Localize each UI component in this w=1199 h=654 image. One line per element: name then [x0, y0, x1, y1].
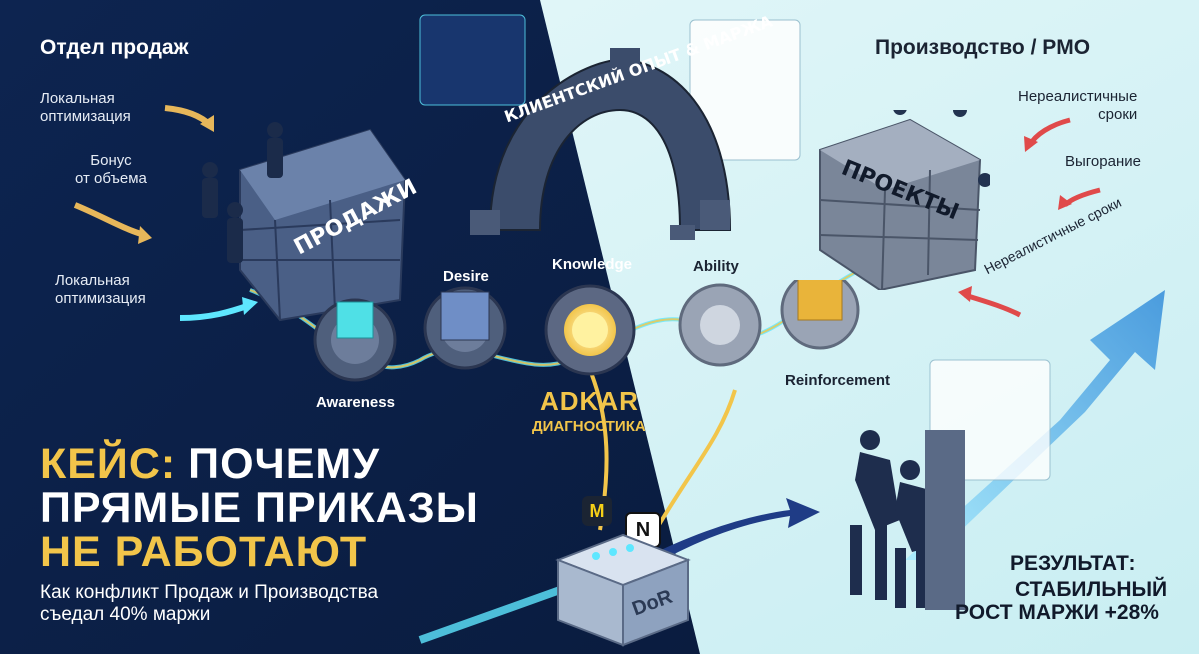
arrow-head-icon [1058, 195, 1072, 210]
headline-subtitle-1: Как конфликт Продаж и Производства [40, 582, 379, 603]
right-arrow-label-1: Нереалистичные сроки [1018, 88, 1138, 123]
headline-prefix: КЕЙС: [40, 440, 177, 488]
headline-line-1: КЕЙС: ПОЧЕМУ [40, 440, 380, 488]
arrow-head-icon [958, 286, 972, 302]
headline-line-1-rest: ПОЧЕМУ [188, 440, 380, 488]
adkar-subtitle: ДИАГНОСТИКА [532, 418, 646, 435]
people-pushing [850, 430, 965, 610]
miro-icon: M [582, 496, 612, 526]
arrow-head-icon [138, 226, 152, 244]
bridge-arch [470, 48, 732, 240]
arrow-head-icon [1024, 136, 1038, 152]
sales-wall [202, 122, 407, 322]
adkar-gears [313, 280, 860, 382]
projects-wall [819, 110, 990, 290]
left-arrow-label-2: Бонус от объема [75, 152, 147, 187]
left-arrows [73, 105, 258, 321]
adkar-title: ADKAR [540, 386, 639, 416]
left-arrow-label-3: Локальная оптимизация [55, 272, 146, 307]
arrow-head-icon [242, 297, 258, 315]
dor-box [555, 533, 691, 647]
gear-icon [678, 283, 762, 367]
stage-reinforcement: Reinforcement [785, 372, 891, 389]
stage-desire: Desire [443, 268, 489, 285]
right-arrow-label-2: Выгорание [1065, 153, 1141, 170]
gear-icon [423, 286, 507, 370]
stage-knowledge: Knowledge [552, 256, 633, 273]
right-section-title: Производство / PMO [875, 36, 1091, 59]
left-section-title: Отдел продаж [40, 36, 189, 59]
result-line-2: СТАБИЛЬНЫЙ [1015, 578, 1168, 601]
right-arrows [958, 117, 1101, 318]
headline-subtitle-2: съедал 40% маржи [40, 604, 211, 625]
left-arrow-label-1: Локальная оптимизация [40, 90, 131, 125]
stage-ability: Ability [693, 258, 739, 275]
gear-icon [313, 298, 397, 382]
result-line-1: РЕЗУЛЬТАТ: [1010, 552, 1136, 575]
result-line-3: РОСТ МАРЖИ +28% [955, 601, 1159, 624]
headline-line-2: ПРЯМЫЕ ПРИКАЗЫ [40, 484, 479, 532]
gear-icon [780, 280, 860, 350]
stage-awareness: Awareness [316, 394, 395, 411]
gear-icon [544, 284, 636, 376]
headline-line-3: НЕ РАБОТАЮТ [40, 528, 368, 576]
arrow-head-icon [200, 115, 214, 132]
